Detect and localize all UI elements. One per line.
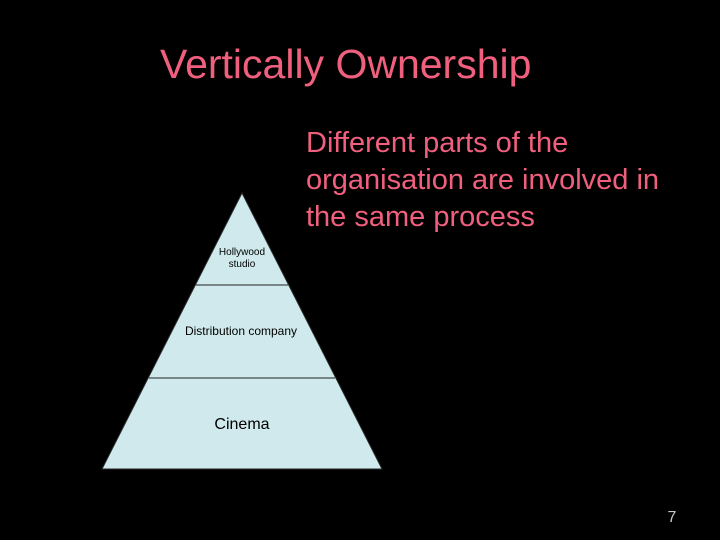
- slide-title: Vertically Ownership: [160, 41, 532, 87]
- pyramid-tier-cinema: Cinema: [214, 416, 270, 433]
- pyramid-tier-distribution-company: Distribution company: [184, 324, 298, 338]
- pyramid-tier-hollywood-studio: Hollywood studio: [218, 247, 266, 270]
- slide-body-text: Different parts of the organisation are …: [306, 127, 660, 233]
- pyramid-shape: [101, 191, 383, 470]
- page-number: 7: [667, 509, 677, 526]
